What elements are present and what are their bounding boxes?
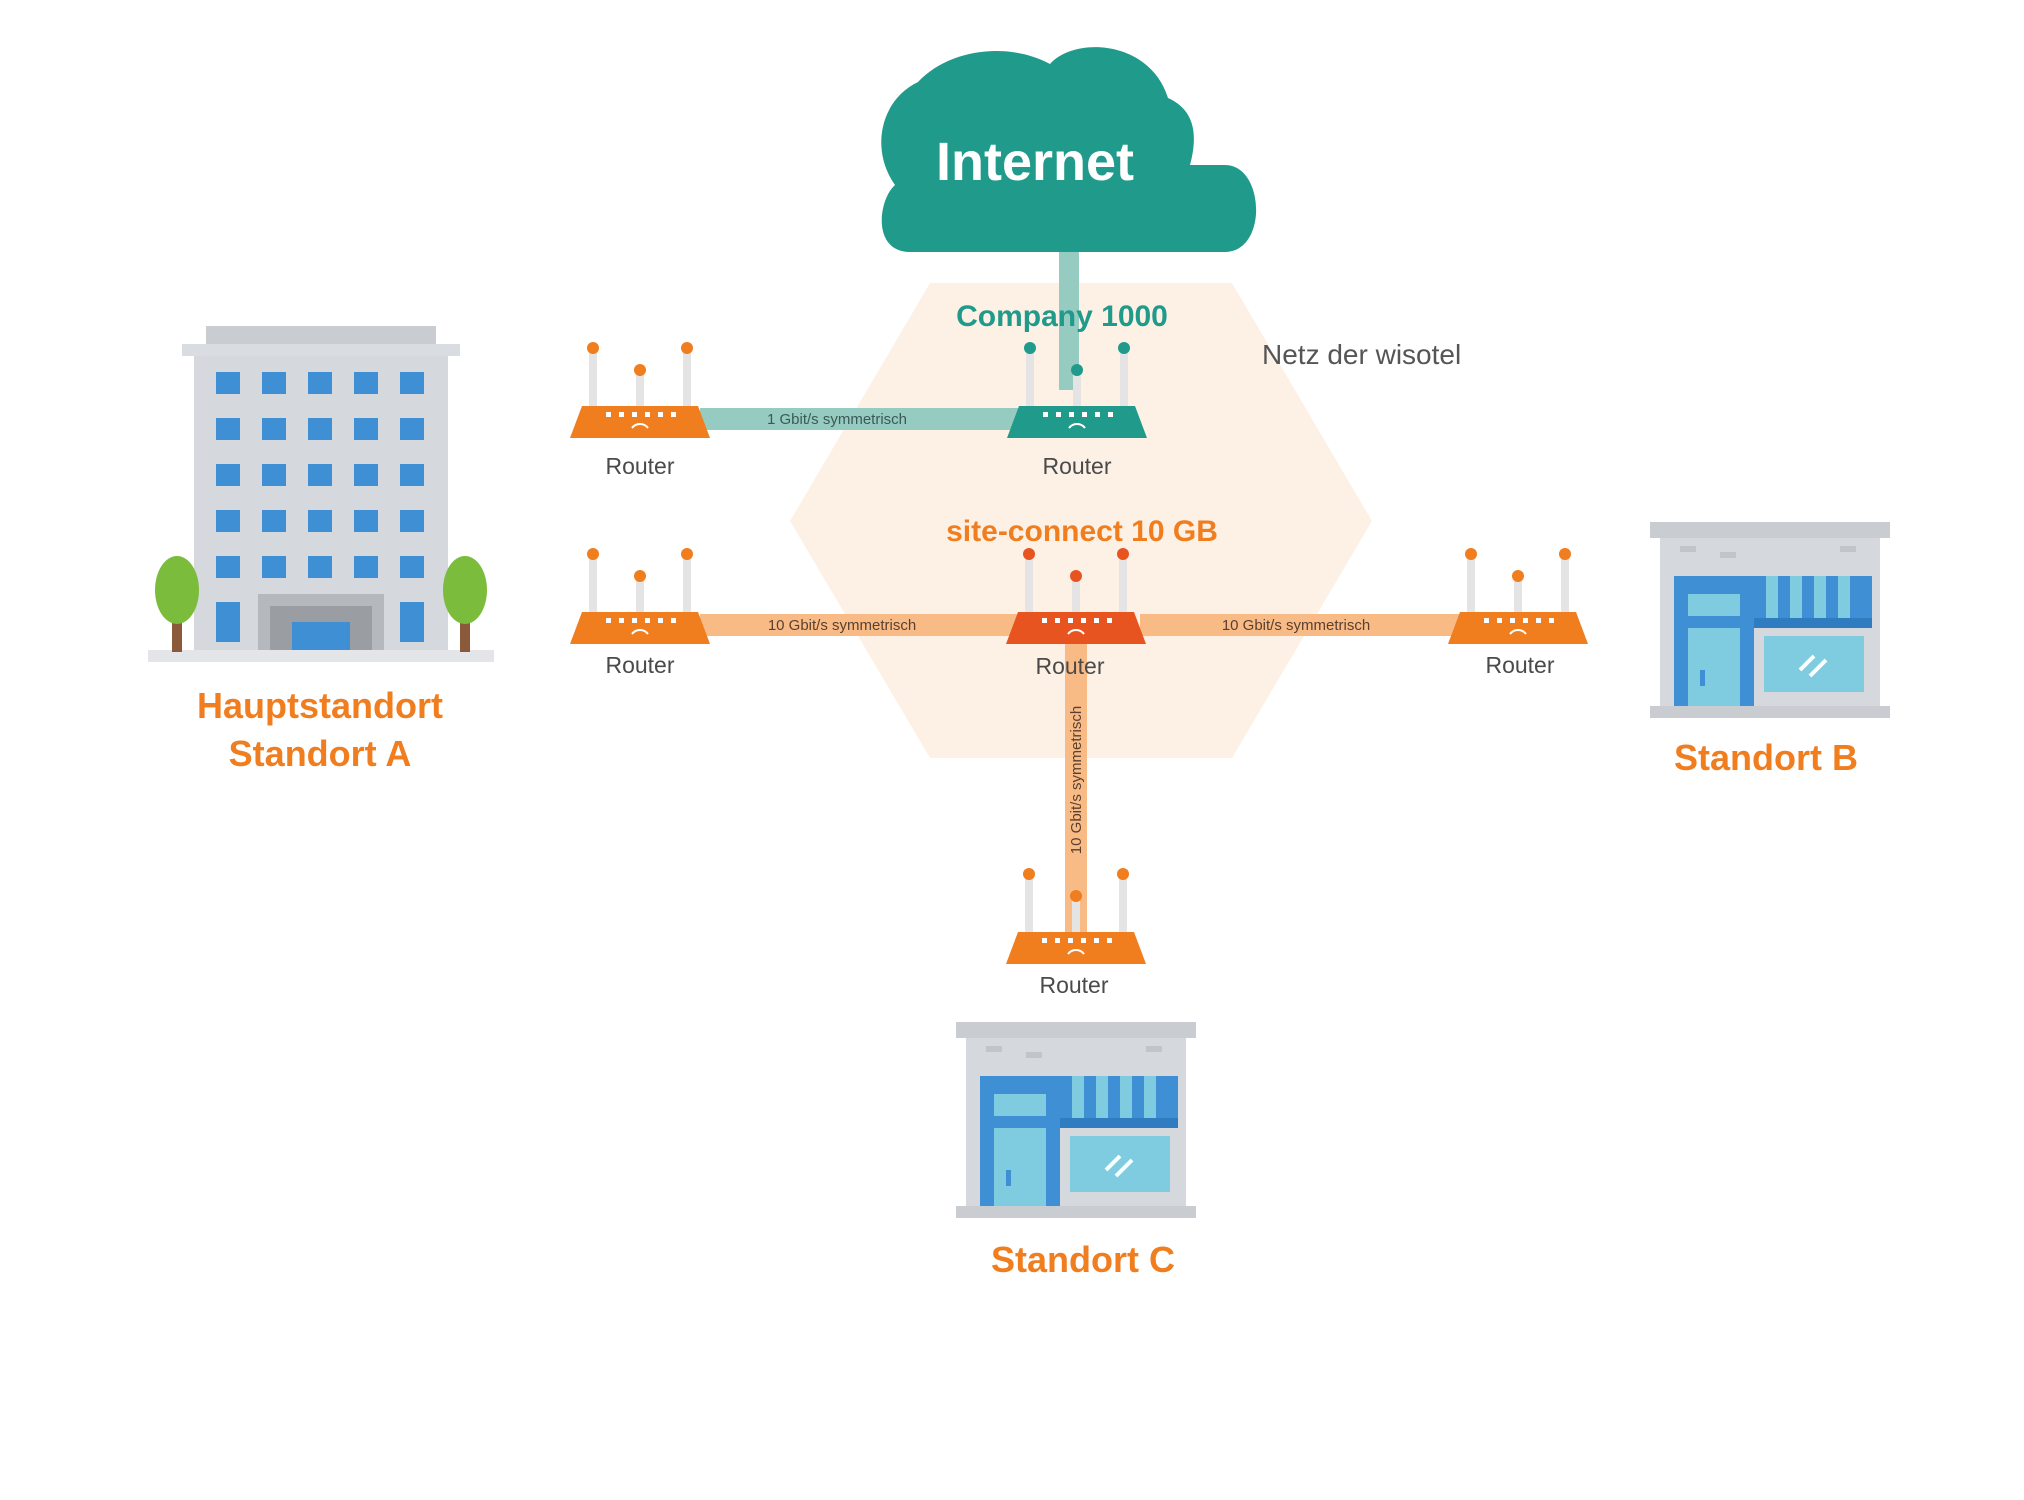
hq-window [216, 464, 240, 486]
hq-window [400, 418, 424, 440]
site-b-link-line [1140, 614, 1470, 636]
router-site-b-label: Router [1485, 652, 1554, 678]
site-c-link-line [1065, 630, 1087, 940]
network-label: Netz der wisotel [1262, 339, 1461, 370]
company-product-label: Company 1000 [956, 300, 1168, 333]
hq-window [262, 556, 286, 578]
hq-window [216, 602, 240, 642]
hq-window [308, 418, 332, 440]
hq-window [216, 510, 240, 532]
hq-window [400, 556, 424, 578]
wisotel-network-area [790, 283, 1372, 758]
hq-window [216, 418, 240, 440]
router-hq-site [570, 548, 710, 644]
internet-cloud: Internet [881, 47, 1257, 252]
site-a-link-line [700, 614, 1030, 636]
company-link-label: 1 Gbit/s symmetrisch [767, 411, 907, 428]
hq-window [354, 556, 378, 578]
hq-window [262, 372, 286, 394]
hq-window [400, 602, 424, 642]
internet-uplink [1059, 250, 1079, 390]
site-b-building [1650, 522, 1890, 718]
site-c-link-label: 10 Gbit/s symmetrisch [1068, 706, 1085, 854]
hq-window [400, 372, 424, 394]
hq-window [354, 464, 378, 486]
router-site-c-label: Router [1039, 972, 1108, 998]
site-a-title-line1: Hauptstandort [197, 685, 443, 726]
hq-window [400, 464, 424, 486]
hq-window [308, 510, 332, 532]
router-hq-company [570, 342, 710, 438]
router-core-site [1006, 548, 1146, 644]
router-core-company-label: Router [1042, 453, 1111, 479]
hq-window [308, 556, 332, 578]
site-b-link-label: 10 Gbit/s symmetrisch [1222, 617, 1370, 634]
hq-window [308, 464, 332, 486]
hq-window [354, 372, 378, 394]
hq-window [216, 556, 240, 578]
site-c-awning [1060, 1076, 1178, 1128]
hq-window [262, 418, 286, 440]
router-site-c [1006, 868, 1146, 964]
internet-label: Internet [936, 132, 1134, 192]
hq-window [354, 418, 378, 440]
site-b-title: Standort B [1674, 737, 1858, 778]
hq-building [148, 326, 494, 662]
hq-window [262, 464, 286, 486]
hq-window [216, 372, 240, 394]
site-c-title: Standort C [991, 1239, 1175, 1280]
router-site-b [1448, 548, 1588, 644]
site-a-title-line2: Standort A [229, 733, 412, 774]
router-core-site-label: Router [1035, 653, 1104, 679]
site-a-link-label: 10 Gbit/s symmetrisch [768, 617, 916, 634]
hq-window [262, 510, 286, 532]
company-link-line [700, 408, 1030, 430]
hq-window [400, 510, 424, 532]
router-core-company [1007, 342, 1147, 438]
router-hq-company-label: Router [605, 453, 674, 479]
site-connect-product-label: site-connect 10 GB [946, 515, 1218, 548]
hq-window [354, 510, 378, 532]
hq-window [308, 372, 332, 394]
site-b-awning [1754, 576, 1872, 628]
router-hq-site-label: Router [605, 652, 674, 678]
site-c-building [956, 1022, 1196, 1218]
